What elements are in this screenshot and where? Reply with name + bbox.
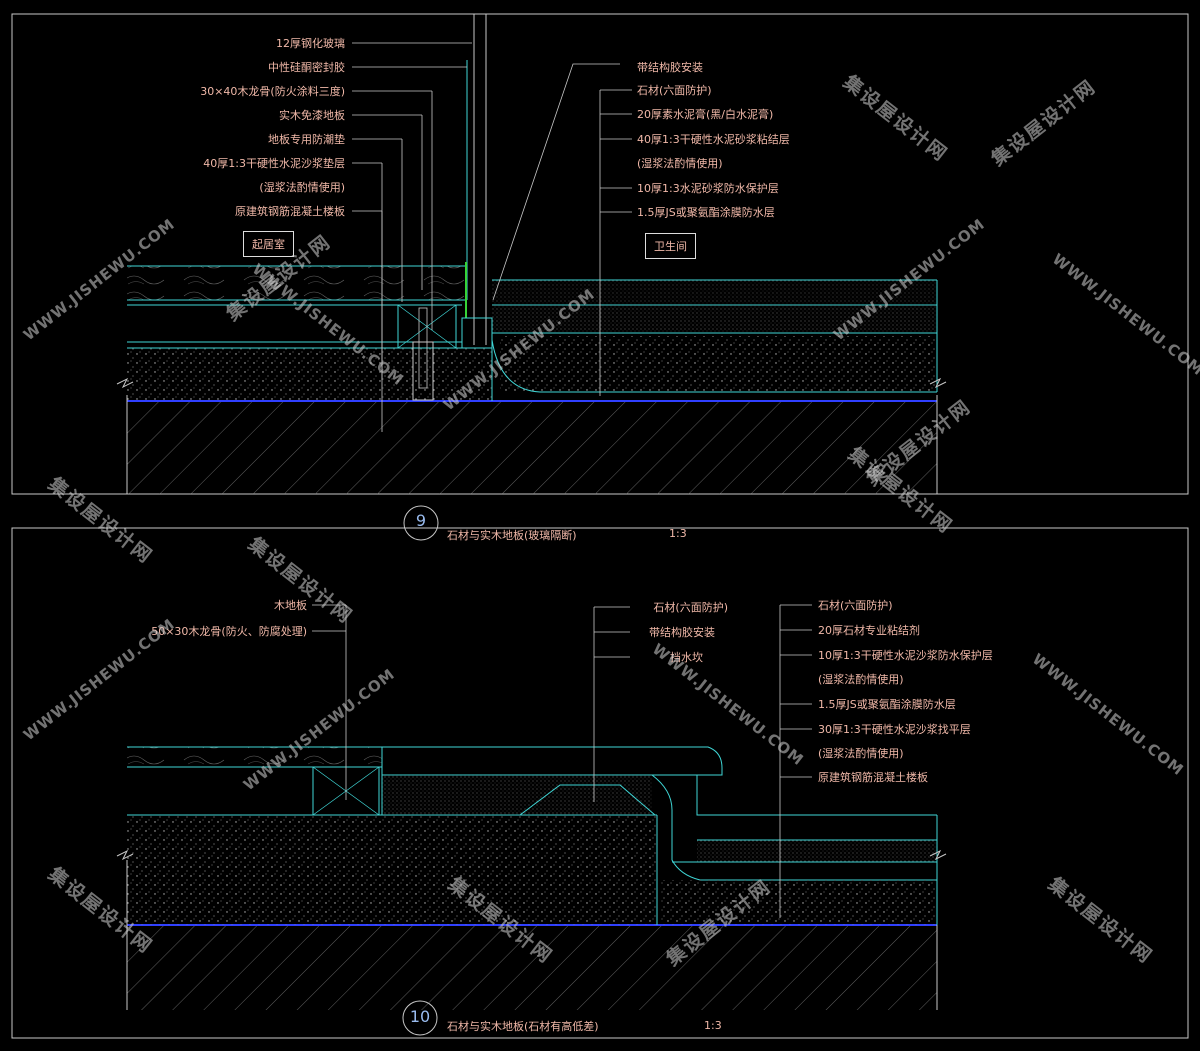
label-wood-floor-10: 木地板 [274, 599, 307, 612]
label-moisture-pad: 地板专用防潮垫 [268, 133, 345, 146]
label-stone-10: 石材(六面防护) [818, 599, 893, 612]
label-glue-mid: 带结构胶安装 [649, 626, 715, 639]
detail-10-leaders [312, 604, 812, 918]
detail-9-scale: 1:3 [669, 527, 687, 540]
detail-9-marker [403, 505, 439, 541]
detail-10-number: 10 [409, 1007, 431, 1026]
detail-9-left-leaders [352, 42, 472, 432]
label-concrete-slab: 原建筑钢筋混凝土楼板 [235, 205, 345, 218]
label-mortar-bed: 40厚1:3干硬性水泥沙浆垫层 [203, 157, 345, 170]
label-wet-10a: (湿浆法酌情使用) [818, 673, 904, 686]
label-protective-10: 10厚1:3干硬性水泥沙浆防水保护层 [818, 649, 993, 662]
label-waterproof-layer: 1.5厚JS或聚氨酯涂膜防水层 [637, 206, 775, 219]
detail-10-frame [11, 527, 1189, 1039]
label-wet-10b: (湿浆法酌情使用) [818, 747, 904, 760]
label-waterproof-10: 1.5厚JS或聚氨酯涂膜防水层 [818, 698, 956, 711]
detail-10-scale: 1:3 [704, 1019, 722, 1032]
detail-10-title: 石材与实木地板(石材有高低差) [447, 1020, 599, 1033]
label-glass: 12厚钢化玻璃 [276, 37, 345, 50]
label-keel-10: 50×30木龙骨(防火、防腐处理) [151, 625, 307, 638]
label-slab-10: 原建筑钢筋混凝土楼板 [818, 771, 928, 784]
label-keel: 30×40木龙骨(防火涂料三度) [200, 85, 345, 98]
label-cement-paste: 20厚素水泥膏(黑/白水泥膏) [637, 108, 774, 121]
label-stone-mid: 石材(六面防护) [653, 601, 728, 614]
detail-9-title: 石材与实木地板(玻璃隔断) [447, 529, 577, 542]
detail-10-section [116, 746, 947, 1010]
detail-9-right-leaders [599, 89, 632, 396]
detail-9-number: 9 [415, 511, 427, 530]
label-protective-layer: 10厚1:3水泥砂浆防水保护层 [637, 182, 779, 195]
room-living: 起居室 [243, 231, 294, 257]
label-adhesive-10: 20厚石材专业粘结剂 [818, 624, 920, 637]
label-leveling-10: 30厚1:3干硬性水泥沙浆找平层 [818, 723, 971, 736]
label-sealant: 中性硅酮密封胶 [268, 61, 345, 74]
label-stone: 石材(六面防护) [637, 84, 712, 97]
label-bonding-layer: 40厚1:3干硬性水泥砂浆粘结层 [637, 133, 790, 146]
label-wood-floor: 实木免漆地板 [279, 109, 345, 122]
label-structural-glue: 带结构胶安装 [637, 61, 703, 74]
label-wet-method: (湿浆法酌情使用) [259, 181, 345, 194]
detail-10-marker [402, 1000, 438, 1036]
room-bathroom: 卫生间 [645, 233, 696, 259]
detail-9-section [116, 14, 947, 494]
label-wet-method-right: (湿浆法酌情使用) [637, 157, 723, 170]
label-water-stop: 挡水坎 [670, 651, 703, 664]
